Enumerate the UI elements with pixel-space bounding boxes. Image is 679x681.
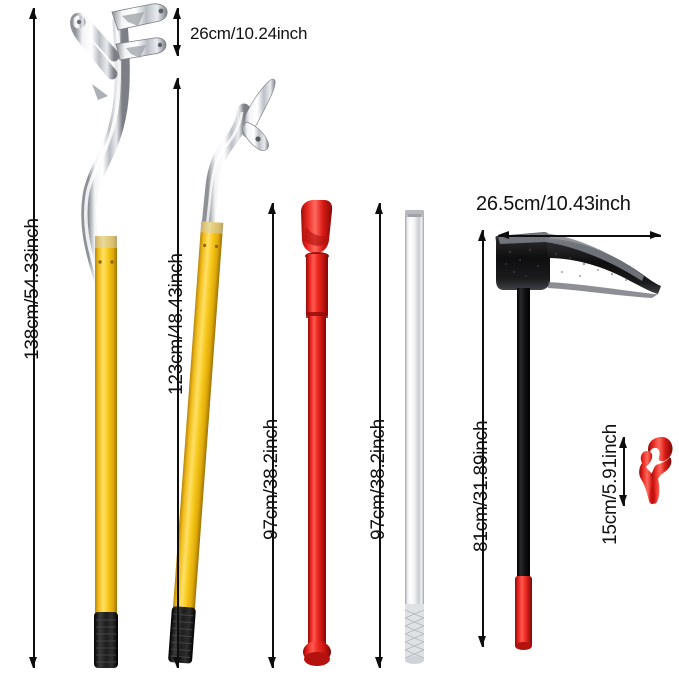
label-97cm-red: 97cm/38.2inch: [261, 419, 282, 540]
tool-chrome-straight-bar: [396, 202, 434, 668]
tool-single-hook-tire-iron: [168, 76, 300, 668]
arrow-26cm: [171, 8, 184, 56]
arrow-15cm: [617, 437, 630, 506]
arrow-97cm-chrome: [373, 203, 386, 668]
label-26cm: 26cm/10.24inch: [190, 24, 308, 43]
tool-black-tire-hammer: [492, 228, 672, 652]
arrow-97cm-red: [266, 203, 279, 668]
tool-double-hook-tire-iron: [48, 0, 188, 668]
label-97cm-chrome: 97cm/38.2inch: [368, 419, 389, 540]
label-26-5cm: 26.5cm/10.43inch: [476, 193, 631, 215]
arrow-26-5cm: [498, 229, 661, 242]
label-138cm: 138cm/54.33inch: [22, 218, 43, 360]
label-123cm: 123cm/48.43inch: [166, 253, 187, 395]
arrow-138cm: [27, 8, 40, 668]
arrow-81cm: [476, 230, 489, 647]
arrow-123cm: [171, 78, 184, 668]
tool-red-bead-keeper-clamp: [636, 435, 678, 507]
label-81cm: 81cm/31.89inch: [471, 420, 492, 552]
tool-red-bead-breaker-bar: [286, 196, 346, 668]
label-15cm: 15cm/5.91inch: [600, 424, 621, 545]
